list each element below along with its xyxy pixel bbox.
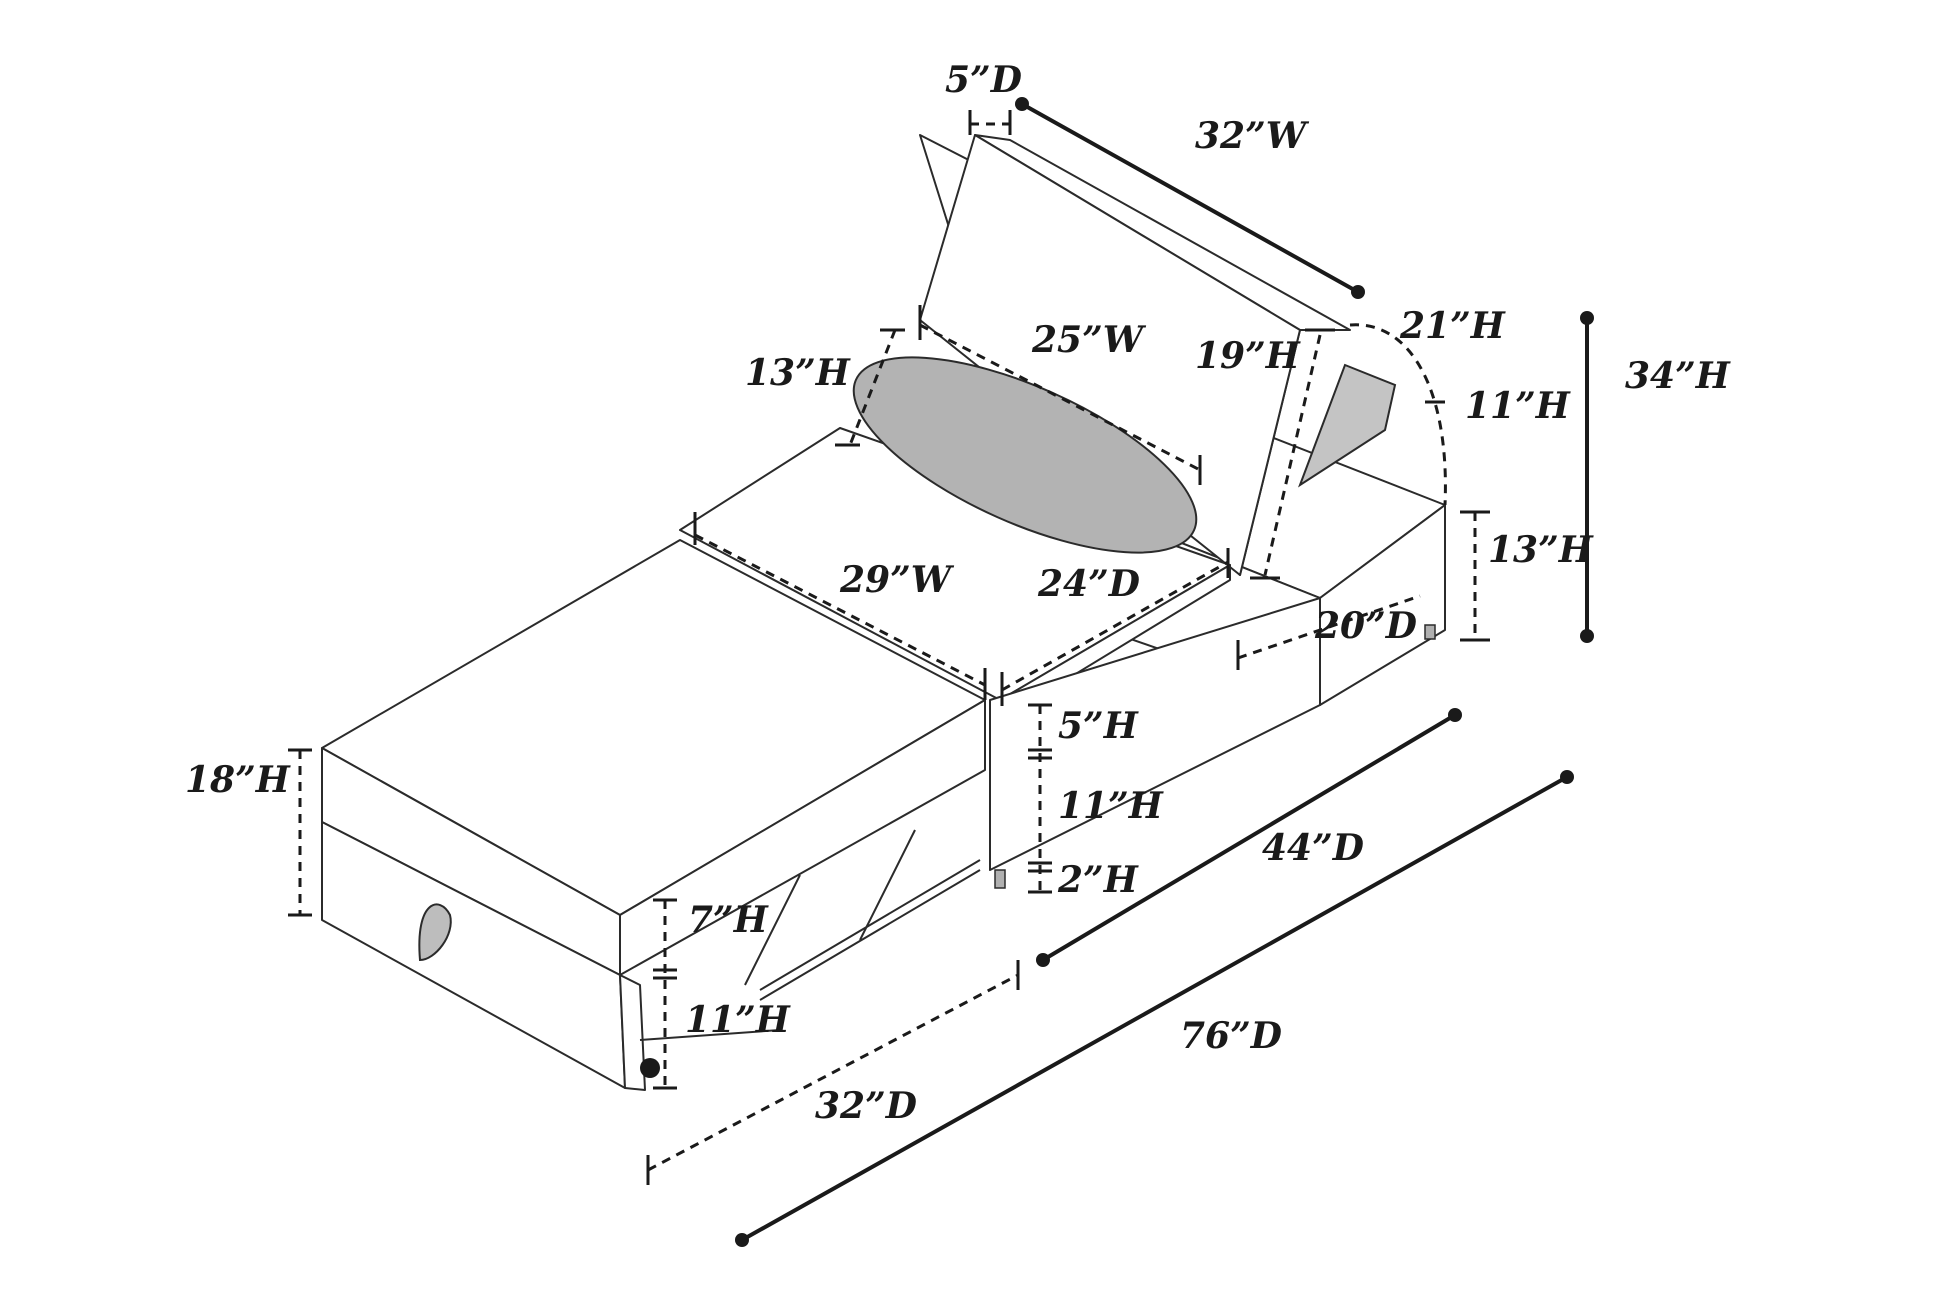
sofa-bed-drawing (321, 134, 1446, 1091)
backrest-face (919, 134, 1301, 576)
dimension-labels: 5”D 32”W 21”H 34”H 11”H 13”H 25”W 19”H 2… (185, 59, 1731, 1127)
dim-line-seat-depth (1001, 560, 1229, 692)
frame-brace-3 (744, 874, 801, 986)
dim-line-arm-depth (1237, 594, 1421, 660)
label-pillow-height: 13”H (745, 352, 851, 394)
label-total-height: 34”H (1625, 355, 1731, 397)
label-leg-height: 2”H (1057, 859, 1139, 901)
frame-brace-4 (859, 829, 916, 941)
label-ottoman-height: 18”H (185, 759, 291, 801)
dim-line-seat-width (694, 533, 986, 687)
dimension-lines (288, 97, 1594, 1247)
label-cushion-height: 5”H (1058, 705, 1139, 747)
label-pillow-width: 25”W (1031, 319, 1147, 361)
label-back-depth: 5”D (945, 59, 1022, 101)
leg-back (1424, 624, 1436, 640)
dim-line-chair-depth (1041, 713, 1457, 962)
label-seat-width: 29”W (839, 559, 955, 601)
label-back-height: 21”H (1399, 305, 1506, 347)
label-pullout-lower-height: 11”H (685, 999, 791, 1041)
label-base-height: 13”H (1488, 529, 1594, 571)
dim-line-back-width (1021, 102, 1359, 294)
side-panel (1298, 363, 1397, 488)
label-arm-height-upper: 11”H (1465, 385, 1571, 427)
label-pullout-height: 7”H (688, 899, 769, 941)
dim-line-pillow-width (919, 323, 1201, 472)
dim-arc-back-height (1349, 323, 1447, 506)
label-pullout-depth: 32”D (815, 1085, 917, 1127)
pullout-edge (619, 974, 646, 1091)
ottoman-side (619, 699, 986, 976)
caster-wheel (640, 1058, 660, 1078)
label-seat-depth: 24”D (1037, 563, 1140, 605)
leg-front (994, 869, 1006, 889)
dim-line-total-depth (741, 775, 1568, 1242)
dim-line-pullout-depth (647, 973, 1019, 1172)
label-back-width: 32”W (1195, 115, 1310, 157)
frame-brace-1 (759, 859, 981, 991)
dim-line-pillow-height (848, 329, 897, 446)
label-total-depth: 76”D (1180, 1015, 1282, 1057)
label-chair-depth: 44”D (1262, 827, 1364, 869)
frame-rail (639, 1029, 781, 1041)
label-arm-depth: 20”D (1314, 605, 1417, 647)
frame-brace-2 (759, 869, 981, 1001)
label-inner-back-height: 19”H (1195, 335, 1301, 377)
pull-strap (418, 903, 452, 962)
label-frame-height: 11”H (1058, 785, 1164, 827)
